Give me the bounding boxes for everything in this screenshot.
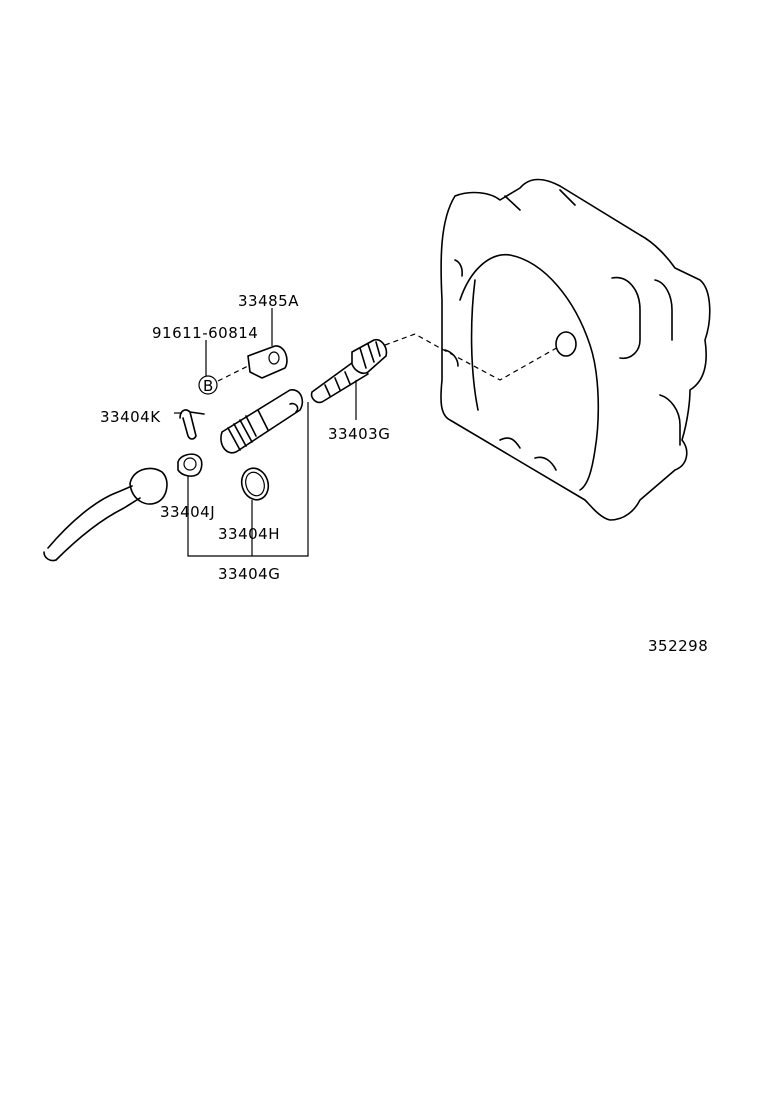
part-label-33404J: 33404J (160, 503, 215, 521)
bolt-marker: B (198, 375, 218, 395)
lock-plate-33485A (247, 345, 288, 379)
part-label-33485A: 33485A (238, 292, 299, 310)
clip-33404K (179, 409, 205, 440)
part-label-33404H: 33404H (218, 525, 280, 543)
driven-gear-33403G (310, 338, 388, 404)
diagram-number: 352298 (648, 637, 708, 655)
part-label-91611-60814: 91611-60814 (152, 324, 258, 342)
part-label-33404G: 33404G (218, 565, 280, 583)
transmission-housing (440, 178, 711, 521)
driven-gear-sleeve (220, 389, 304, 454)
speedometer-cable (43, 467, 168, 562)
bolt-marker-label: B (203, 377, 214, 395)
oil-seal-33404J (177, 453, 203, 477)
part-label-33404K: 33404K (100, 408, 161, 426)
o-ring-33404H (240, 467, 270, 501)
part-label-33403G: 33403G (328, 425, 390, 443)
